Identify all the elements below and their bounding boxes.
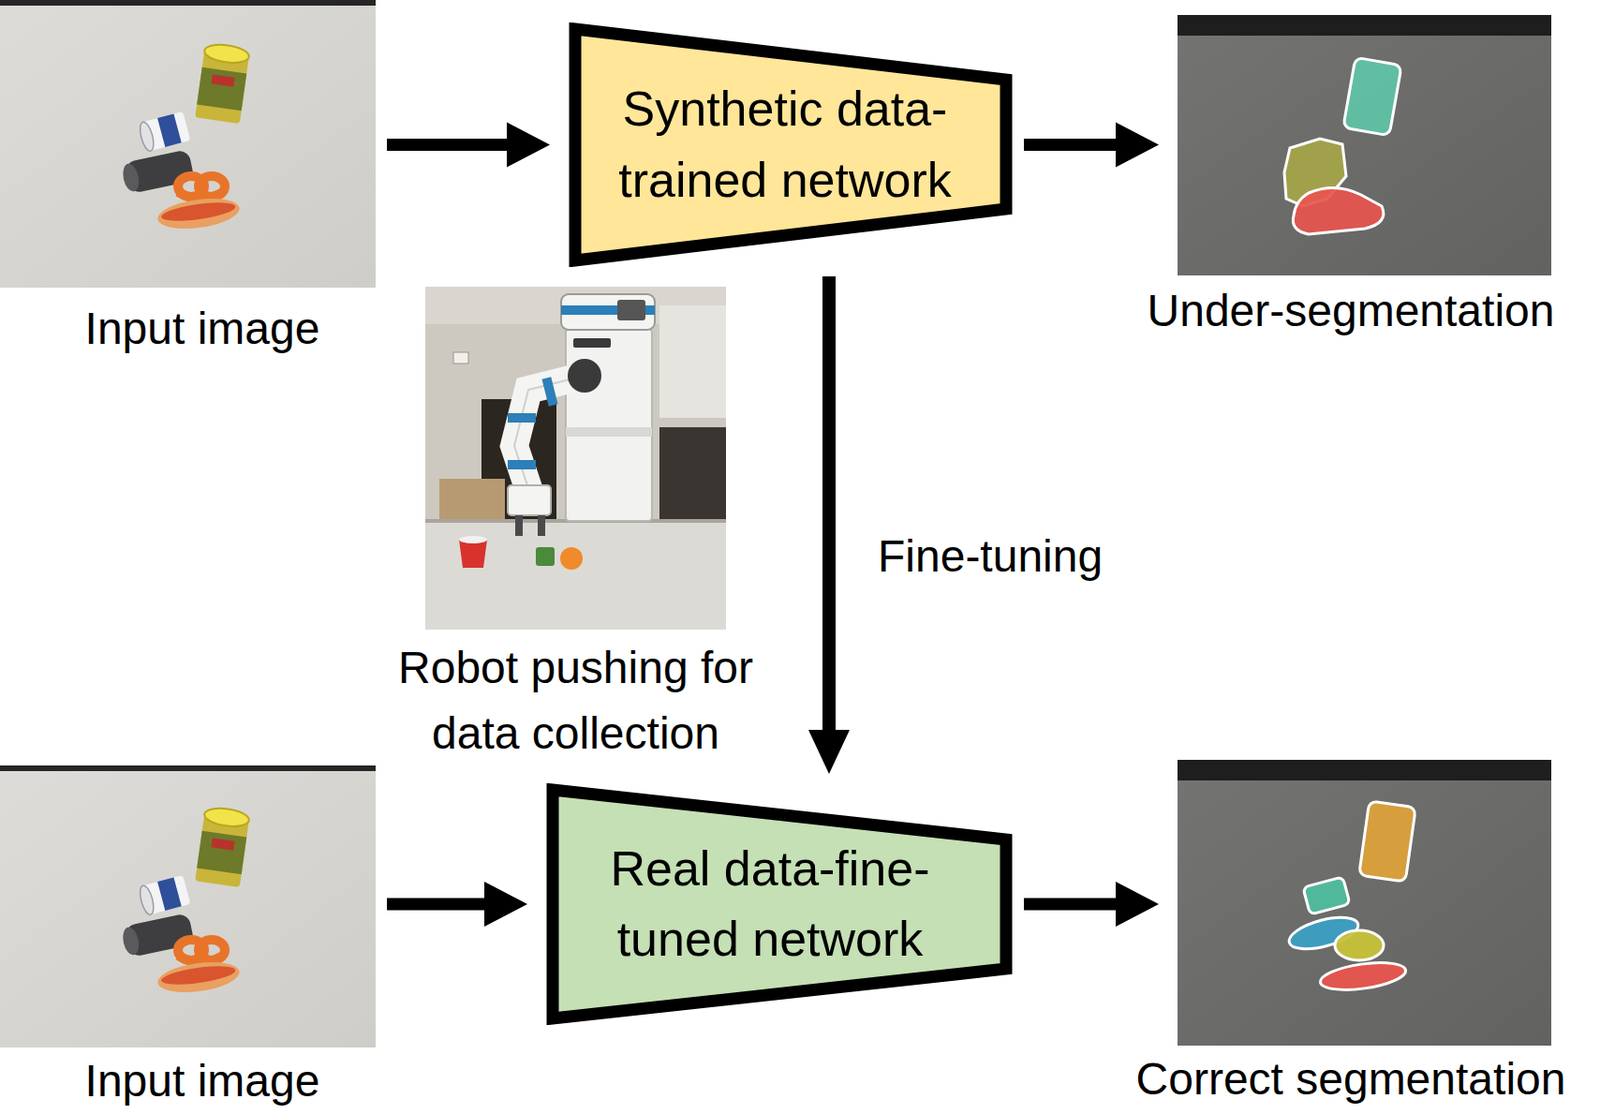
segmentation-output <box>1359 800 1417 882</box>
robot-photo <box>565 328 652 521</box>
caption-area: Input image <box>5 304 400 355</box>
robot-photo <box>507 413 536 423</box>
segmentation-output <box>1303 876 1350 915</box>
segmentation-output <box>1292 187 1384 235</box>
input-photo <box>119 805 251 997</box>
caption-area: Robot pushing for data collection <box>370 635 783 766</box>
robot-photo <box>425 286 726 630</box>
segmentation-output <box>1318 958 1408 995</box>
flow-arrow <box>386 122 550 168</box>
trapezoid-outline <box>546 783 1013 1025</box>
flow-arrow <box>386 881 528 927</box>
network-label-area: Synthetic data-trained network <box>568 22 1013 267</box>
network-box: Synthetic data-trained network <box>568 22 1013 267</box>
input-photo <box>0 765 376 1048</box>
image-panel: Input image <box>0 0 376 288</box>
segmentation-output <box>1286 800 1417 994</box>
caption-area: Under-segmentation <box>1107 286 1595 337</box>
robot-photo <box>537 515 546 536</box>
segmentation-output <box>1303 876 1350 915</box>
network-label: Real data-fine-tuned network <box>582 833 958 976</box>
segmentation-output <box>1177 759 1552 781</box>
robot-photo <box>617 299 646 321</box>
robot-photo <box>425 520 726 630</box>
image-panel: Correct segmentation <box>1177 759 1552 1046</box>
segmentation-output <box>1177 14 1552 276</box>
network-label-area: Real data-fine-tuned network <box>546 783 1013 1025</box>
input-photo <box>119 42 251 234</box>
image-caption: Under-segmentation <box>1107 286 1595 337</box>
robot-photo <box>439 478 505 521</box>
segmentation-output <box>1343 57 1402 136</box>
robot-photo <box>567 358 602 393</box>
trapezoid-outline <box>568 22 1013 267</box>
input-photo <box>0 0 376 288</box>
edge-label: Fine-tuning <box>874 532 1107 582</box>
image-caption: Robot pushing for data collection <box>370 635 783 766</box>
robot-photo <box>515 515 523 536</box>
robot-photo <box>561 294 655 330</box>
robot-photo <box>659 305 726 418</box>
image-panel: Robot pushing for data collection <box>425 286 726 630</box>
robot-photo <box>459 539 488 568</box>
robot-photo <box>659 427 726 521</box>
robot-photo <box>425 286 726 630</box>
network-label: Synthetic data-trained network <box>597 74 973 216</box>
input-photo <box>0 0 376 6</box>
robot-photo <box>573 338 611 348</box>
image-caption: Input image <box>5 304 400 355</box>
segmentation-output <box>1343 57 1402 136</box>
robot-photo <box>459 535 488 544</box>
image-panel: Input image <box>0 765 376 1048</box>
image-caption: Input image <box>5 1058 400 1104</box>
robot-photo <box>507 459 536 470</box>
segmentation-output <box>1359 800 1417 882</box>
robot-photo <box>514 375 585 489</box>
image-caption: Correct segmentation <box>1107 1056 1595 1102</box>
trapezoid-shape <box>552 789 1007 1019</box>
segmentation-output <box>1177 759 1552 1046</box>
flow-arrow <box>1023 122 1159 168</box>
segmentation-output <box>1284 57 1402 235</box>
caption-area: Correct segmentation <box>1107 1056 1595 1102</box>
flow-arrow <box>1023 881 1159 927</box>
input-photo <box>0 765 376 771</box>
image-panel: Under-segmentation <box>1177 14 1552 276</box>
robot-photo <box>514 375 585 489</box>
network-box: Real data-fine-tuned network <box>546 783 1013 1025</box>
robot-photo <box>514 375 585 489</box>
input-photo <box>0 0 376 288</box>
segmentation-output <box>1177 14 1552 276</box>
segmentation-output <box>1177 759 1552 1046</box>
input-photo <box>0 765 376 1048</box>
robot-photo <box>565 427 652 437</box>
trapezoid-shape <box>575 29 1007 261</box>
robot-photo <box>453 352 469 364</box>
flow-arrow <box>808 276 850 774</box>
robot-photo <box>542 376 559 407</box>
caption-area: Input image <box>5 1058 400 1104</box>
segmentation-output <box>1334 930 1384 961</box>
segmentation-output <box>1177 14 1552 36</box>
robot-photo <box>507 485 551 516</box>
robot-photo <box>535 547 555 566</box>
robot-photo <box>560 547 583 570</box>
